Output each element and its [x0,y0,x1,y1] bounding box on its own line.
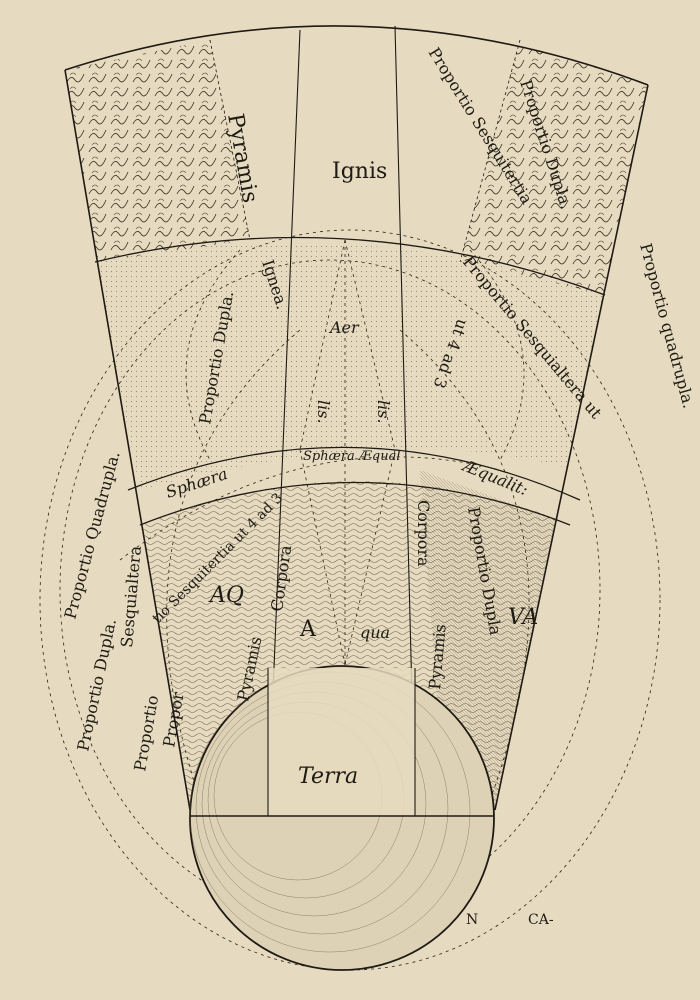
label-lis-left: lis. [314,400,333,424]
label-corpora-right: Corpora [414,500,433,567]
catchword: CA- [528,912,554,928]
air-region [95,242,605,490]
label-aq: AQ [208,583,244,608]
label-prop-dupla-left-outer: Proportio Dupla. [73,617,120,753]
label-sphaera-aequal: Sphæra Æqual [303,449,401,464]
label-prop-sesquialtera-left: Sesquialtera [117,545,145,649]
fan-outline [64,25,649,816]
label-prop-quadrupla-right: Proportio quadrupla. [636,241,698,410]
label-prop-quadrupla-left: Proportio Quadrupla. [61,449,124,621]
label-va: VA [508,605,538,630]
label-a: A [299,617,317,642]
earth-globe [189,665,495,971]
label-terra: Terra [298,764,358,789]
label-lis-right: lis. [374,400,393,424]
label-qua: qua [360,623,390,642]
label-ignis: Ignis [332,159,387,184]
label-proportio-lower-left: Proportio [130,694,162,773]
signature-mark: N [466,912,478,928]
label-aer: Aer [328,318,360,337]
